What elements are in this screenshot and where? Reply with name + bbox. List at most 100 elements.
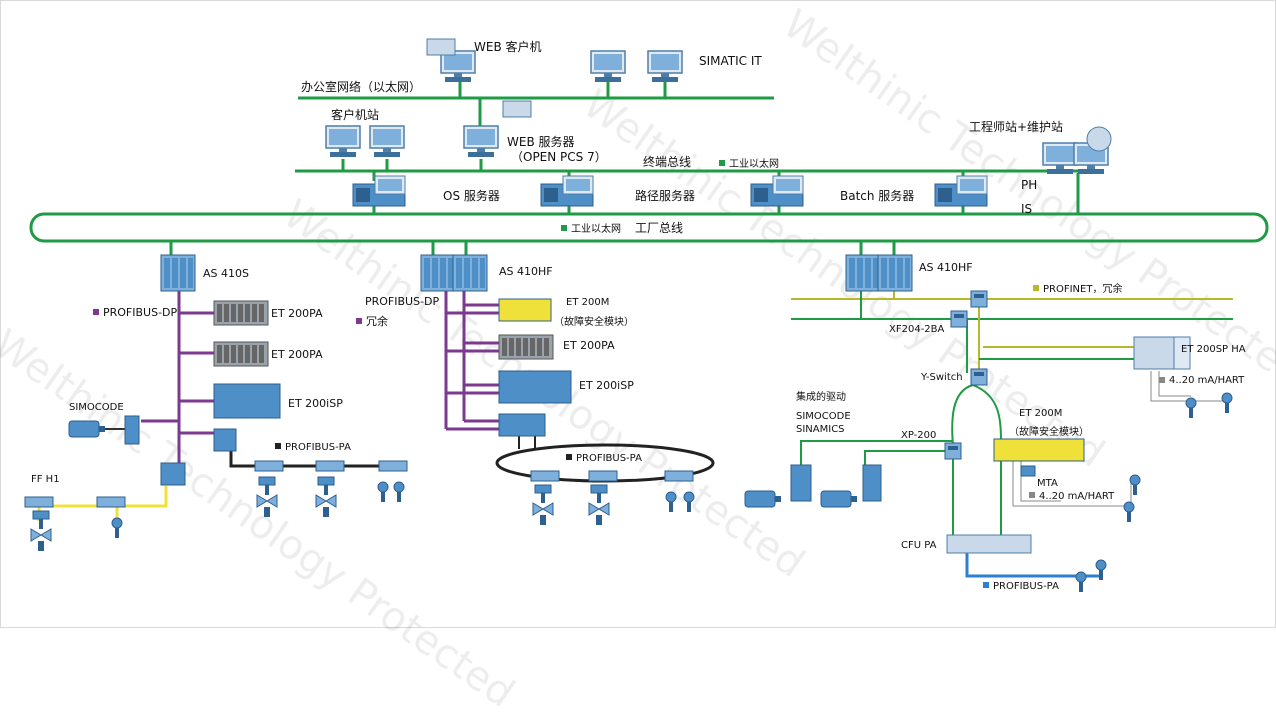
devices-layer — [24, 38, 1233, 593]
as410hf-controller-icon — [845, 254, 881, 292]
et200isp-label: ET 200iSP — [579, 379, 634, 392]
et200sp-ha-icon — [1133, 336, 1175, 370]
as410hf-controller-icon — [877, 254, 913, 292]
et200pa-label: ET 200PA — [271, 348, 323, 361]
xf204-label: XF204-2BA — [889, 324, 945, 335]
os-server-label: OS 服务器 — [443, 189, 500, 203]
eng-station-pc-icon — [1042, 142, 1078, 175]
transmitter-icon — [393, 481, 405, 503]
plant-bus-label: 工厂总线 — [635, 221, 684, 235]
transmitter-icon — [1185, 397, 1197, 419]
pa-device-box-icon — [254, 460, 284, 472]
et200m-failsafe-icon — [498, 298, 552, 322]
et200sp-ha-label: ET 200SP HA — [1181, 344, 1246, 355]
transmitter-icon — [1221, 392, 1233, 414]
pa-link-icon — [213, 428, 237, 452]
as410hf-label: AS 410HF — [499, 265, 553, 278]
motor-icon — [744, 490, 782, 508]
plant-bus-ring — [29, 212, 1269, 243]
et200m-label: ET 200M — [566, 297, 610, 308]
plant-bus-legend: 工业以太网 — [561, 223, 621, 236]
transmitter-icon — [683, 491, 695, 513]
sinamics-label: SINAMICS — [796, 424, 845, 435]
client-station-label: 客户机站 — [331, 108, 380, 122]
pa-link-icon — [498, 413, 546, 437]
industrial-ethernet-legend: 工业以太网 — [719, 158, 779, 171]
as410hf-controller-icon — [452, 254, 488, 292]
internet-icon — [502, 100, 532, 118]
pa-device-box-icon — [588, 470, 618, 482]
et200pa-io-icon — [213, 341, 269, 367]
motor-icon — [68, 420, 106, 438]
sinamics-drive-icon — [790, 464, 812, 502]
transmitter-icon — [1095, 559, 1107, 581]
profibus-dp-redundant — [444, 291, 501, 431]
simocode-module-icon — [124, 415, 140, 445]
ph-label: PH — [1021, 178, 1038, 192]
route-server-label: 路径服务器 — [635, 189, 696, 203]
integrated-drive-label: 集成的驱动 — [796, 392, 846, 403]
et200isp-label: ET 200iSP — [288, 397, 343, 410]
switch-icon — [970, 290, 988, 308]
ff-link-icon — [160, 462, 186, 486]
cfu-pa-label: CFU PA — [901, 540, 937, 551]
pa-device-box-icon — [315, 460, 345, 472]
simatic-it-label: SIMATIC IT — [699, 54, 762, 68]
pa-device-box-icon — [664, 470, 694, 482]
as410s-label: AS 410S — [203, 267, 249, 280]
simocode-label: SIMOCODE — [69, 402, 124, 413]
motor-icon — [820, 490, 858, 508]
transmitter-icon — [1075, 571, 1087, 593]
hart-legend: 4..20 mA/HART — [1029, 490, 1114, 503]
transmitter-icon — [1123, 501, 1135, 523]
pa-device-box-icon — [530, 470, 560, 482]
xf204-switch-icon — [950, 310, 968, 328]
y-switch-label: Y-Switch — [921, 372, 963, 383]
as410hf-label: AS 410HF — [919, 261, 973, 274]
globe-icon — [1086, 126, 1112, 152]
simatic-it-pc-icon — [647, 50, 683, 83]
xp200-switch-icon — [944, 442, 962, 460]
client-station-pc-icon — [325, 125, 361, 158]
is-label: IS — [1021, 202, 1033, 216]
simocode-module-icon — [862, 464, 882, 502]
cfu-pa-icon — [946, 534, 1032, 554]
xp200-label: XP-200 — [901, 430, 937, 441]
as410s-controller-icon — [160, 254, 196, 292]
profinet-legend: PROFINET，冗余 — [1033, 283, 1122, 296]
batch-server-label: Batch 服务器 — [840, 189, 915, 203]
et200isp-io-icon — [213, 383, 281, 419]
et200pa-io-icon — [498, 334, 554, 360]
profibus-dp-redundant-legend: 冗余 — [356, 315, 388, 328]
transmitter-icon — [111, 517, 123, 539]
valve-icon — [315, 476, 337, 518]
web-server-label: WEB 服务器 — [507, 135, 575, 149]
profibus-dp-legend: PROFIBUS-DP — [93, 306, 177, 319]
batch-server-icon — [750, 175, 804, 207]
ff-h1-line — [39, 486, 168, 508]
simocode-label: SIMOCODE — [796, 411, 851, 422]
web-client-pc-icon — [440, 50, 476, 83]
web-server-sub-label: （OPEN PCS 7） — [511, 150, 607, 164]
profibus-pa-legend: PROFIBUS-PA — [275, 441, 351, 454]
diagram-lines — [29, 79, 1269, 586]
transmitter-icon — [1129, 474, 1141, 496]
et200m-failsafe-icon — [993, 438, 1085, 462]
valve-icon — [256, 476, 278, 518]
internet-icon — [426, 38, 456, 56]
failsafe-module-label: （故障安全模块） — [1009, 427, 1089, 438]
failsafe-module-label: （故障安全模块） — [554, 317, 634, 328]
profibus-pa-legend: PROFIBUS-PA — [566, 452, 642, 465]
eng-station-label: 工程师站+维护站 — [969, 120, 1064, 134]
ph-server-icon — [934, 175, 988, 207]
y-switch-icon — [970, 368, 988, 386]
ff-device-box-icon — [24, 496, 54, 508]
valve-icon — [30, 510, 52, 552]
et200isp-io-icon — [498, 370, 572, 404]
ff-device-box-icon — [96, 496, 126, 508]
as410hf-controller-icon — [420, 254, 456, 292]
et200m-label: ET 200M — [1019, 408, 1063, 419]
route-server-icon — [540, 175, 594, 207]
et200pa-label: ET 200PA — [563, 339, 615, 352]
